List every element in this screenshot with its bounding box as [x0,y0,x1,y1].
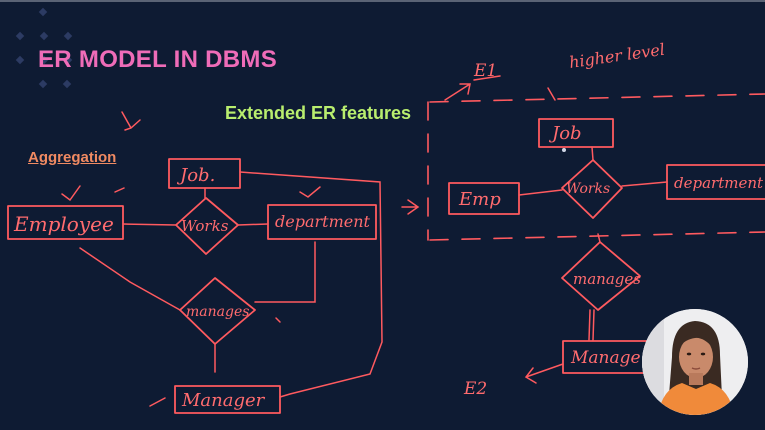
entity-manager-box [174,385,281,414]
label-higher-level: higher level [568,40,666,72]
right-relationship-manages-diamond [561,241,641,311]
label-e1: E1 [473,61,497,81]
entity-employee-box [7,205,124,240]
right-entity-department-label: department [674,174,764,192]
right-entity-emp-box [448,182,520,215]
relationship-manages-label: manages [186,304,249,320]
right-entity-manager-label: Manage [570,348,641,368]
presenter-webcam [642,309,748,415]
relationship-works-diamond [175,197,239,255]
presenter-avatar-icon [642,309,748,415]
entity-department-box [267,204,377,240]
aggregation-heading: Aggregation [28,149,117,166]
right-entity-job-label: Job [548,123,582,144]
entity-manager-label: Manager [181,390,266,411]
entity-employee-label: Employee [13,212,114,236]
annotation-arrow [121,111,141,131]
right-relationship-works-diamond [561,159,623,219]
entity-department-label: department [275,212,371,231]
tick-mark [299,186,321,198]
window-top-edge [0,0,765,2]
aggregation-boundary-top [429,93,765,103]
tick-mark [114,187,125,193]
right-relationship-manages-label: manages [573,270,641,288]
right-entity-emp-label: Emp [458,189,501,210]
slide-title: ER MODEL IN DBMS [38,46,278,73]
slide-subtitle: Extended ER features [225,103,412,123]
aggregation-boundary-bottom [429,231,765,241]
right-entity-job-box [538,118,614,148]
relationship-works-label: Works [181,217,229,235]
entity-job-label: Job. [176,165,215,186]
label-e2: E2 [463,379,487,399]
tick-mark [61,185,81,202]
right-relationship-works-label: Works [566,181,610,197]
